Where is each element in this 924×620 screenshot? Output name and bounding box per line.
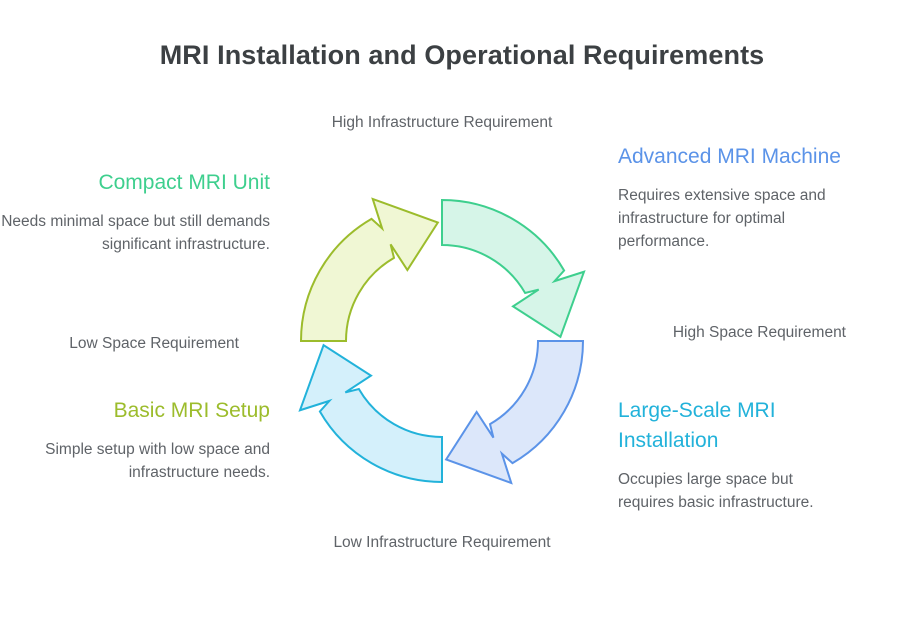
segment-heading-large-scale-mri-installation: Large-Scale MRI Installation xyxy=(618,399,776,452)
segment-text-large-scale-mri-installation: Large-Scale MRI Installation Occupies la… xyxy=(618,396,846,514)
axis-label-top: High Infrastructure Requirement xyxy=(331,114,553,131)
segment-body-large-scale-mri-installation: Occupies large space but requires basic … xyxy=(618,471,814,511)
segment-body-compact-mri-unit: Needs minimal space but still demands si… xyxy=(1,213,270,253)
segment-heading-compact-mri-unit: Compact MRI Unit xyxy=(98,171,270,194)
cycle-segment-top-left[interactable] xyxy=(441,198,586,339)
segment-body-advanced-mri-machine: Requires extensive space and infrastruct… xyxy=(618,187,826,250)
cycle-segment-bottom-right[interactable] xyxy=(298,343,443,484)
cycle-segment-bottom-left[interactable] xyxy=(299,197,440,342)
segment-text-compact-mri-unit: Compact MRI Unit Needs minimal space but… xyxy=(0,168,270,256)
cycle-diagram xyxy=(287,188,597,494)
cycle-segment-top-right[interactable] xyxy=(444,340,585,485)
segment-text-basic-mri-setup: Basic MRI Setup Simple setup with low sp… xyxy=(0,396,270,484)
segment-heading-advanced-mri-machine: Advanced MRI Machine xyxy=(618,145,841,168)
segment-body-basic-mri-setup: Simple setup with low space and infrastr… xyxy=(45,441,270,481)
segment-heading-basic-mri-setup: Basic MRI Setup xyxy=(113,399,270,422)
axis-label-bottom: Low Infrastructure Requirement xyxy=(333,534,551,551)
axis-label-right: High Space Requirement xyxy=(672,324,846,341)
axis-label-left: Low Space Requirement xyxy=(69,335,239,352)
segment-text-advanced-mri-machine: Advanced MRI Machine Requires extensive … xyxy=(618,142,846,253)
page-title: MRI Installation and Operational Require… xyxy=(159,40,765,70)
